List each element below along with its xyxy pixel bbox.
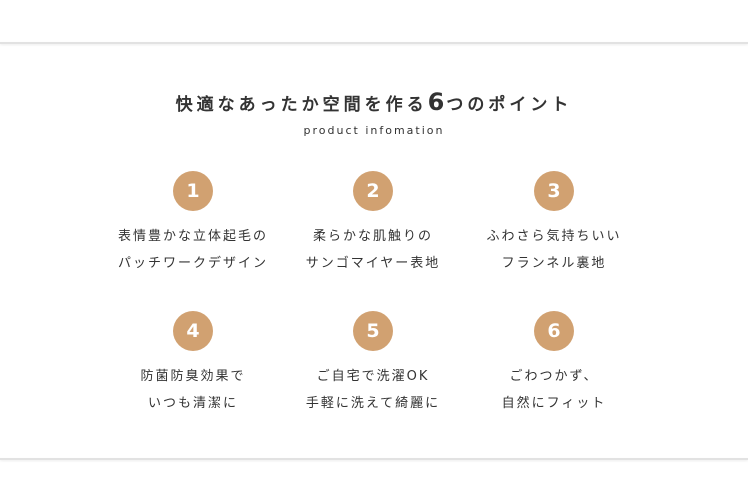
- point-text: ふわさら気持ちいい: [486, 229, 622, 244]
- point-text: いつも清潔に: [147, 396, 238, 411]
- point-text: 自然にフィット: [501, 396, 607, 411]
- number-badge: 5: [353, 311, 393, 351]
- title-number: 6: [427, 88, 447, 116]
- number-badge: 4: [173, 311, 213, 351]
- point-text: 表情豊かな立体起毛の: [117, 229, 268, 244]
- point-2: 2 柔らかな肌触りの サンゴマイヤー表地: [273, 171, 473, 277]
- point-3: 3 ふわさら気持ちいい フランネル裏地: [454, 171, 654, 277]
- point-text: 柔らかな肌触りの: [312, 229, 433, 244]
- point-5: 5 ご自宅で洗濯OK 手軽に洗えて綺麗に: [273, 311, 473, 417]
- point-6: 6 ごわつかず、 自然にフィット: [454, 311, 654, 417]
- point-text: フランネル裏地: [501, 256, 607, 271]
- point-text: 防菌防臭効果で: [140, 369, 246, 384]
- point-1: 1 表情豊かな立体起毛の パッチワークデザイン: [93, 171, 293, 277]
- section-top-divider: [0, 42, 748, 44]
- point-4: 4 防菌防臭効果で いつも清潔に: [93, 311, 293, 417]
- section-title: 快適なあったか空間を作る6つのポイント: [0, 88, 748, 116]
- section-subtitle: product infomation: [303, 124, 445, 137]
- section-bottom-divider: [0, 458, 748, 460]
- number-badge: 2: [353, 171, 393, 211]
- point-text: ごわつかず、: [509, 369, 599, 384]
- number-badge: 1: [173, 171, 213, 211]
- number-badge: 6: [534, 311, 574, 351]
- point-text: サンゴマイヤー表地: [305, 256, 441, 271]
- point-text: ご自宅で洗濯OK: [316, 369, 430, 384]
- title-text: 快適なあったか空間を作る: [175, 95, 428, 115]
- title-text-end: つのポイント: [446, 95, 573, 115]
- point-text: 手軽に洗えて綺麗に: [305, 396, 441, 411]
- number-badge: 3: [534, 171, 574, 211]
- point-text: パッチワークデザイン: [117, 256, 268, 271]
